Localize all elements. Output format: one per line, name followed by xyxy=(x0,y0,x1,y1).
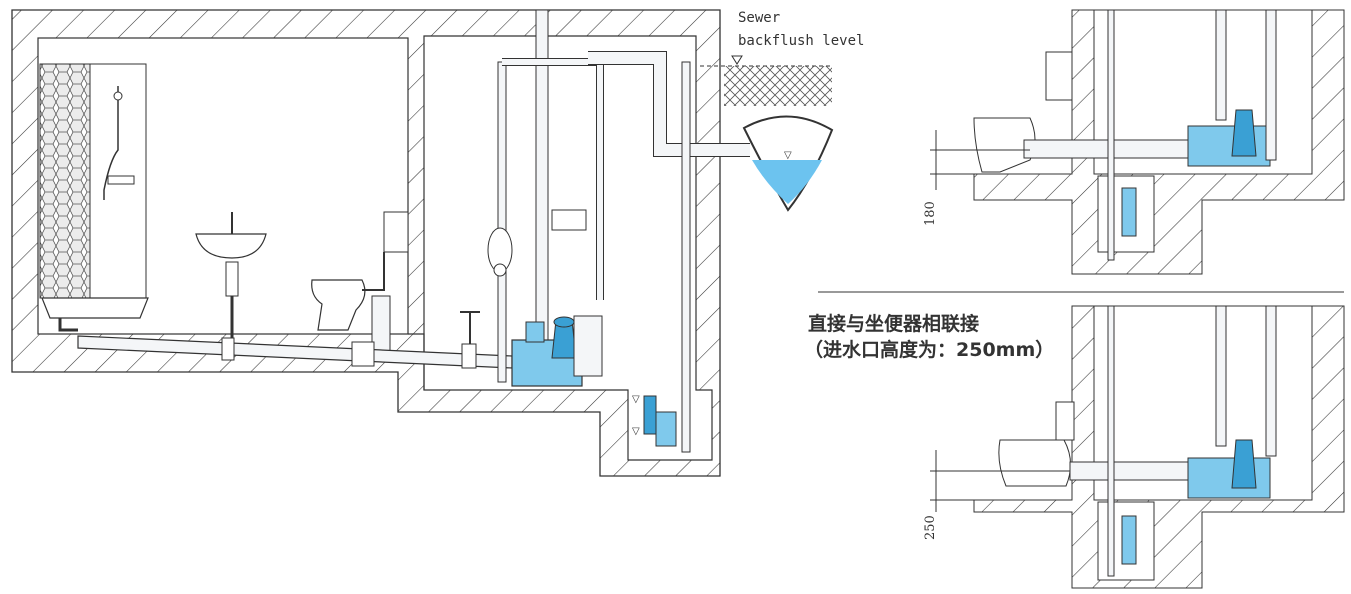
lifting-station xyxy=(511,315,603,387)
svg-text:▽: ▽ xyxy=(632,394,640,405)
caption-line2: （进水口高度为：250mm） xyxy=(804,338,1054,361)
caption-line1: 直接与坐便器相联接 xyxy=(808,312,979,335)
detail-top-installation xyxy=(930,9,1345,275)
bathtub xyxy=(41,297,149,319)
main-drain-pipe xyxy=(77,311,513,369)
washbasin xyxy=(195,212,267,346)
dimension-250: 250 xyxy=(923,515,938,540)
detail-bottom-installation xyxy=(930,305,1345,589)
svg-text:▽: ▽ xyxy=(784,150,792,161)
svg-text:▽: ▽ xyxy=(632,426,640,437)
pump-pit: ▽ ▽ xyxy=(632,394,677,447)
sewer: ▽ xyxy=(700,55,834,212)
sewer-label-line1: Sewer xyxy=(738,10,780,26)
shower-area xyxy=(39,63,149,332)
sewer-label-line2: backflush level xyxy=(738,33,864,49)
toilet-main xyxy=(311,211,409,357)
dimension-180: 180 xyxy=(923,201,938,226)
